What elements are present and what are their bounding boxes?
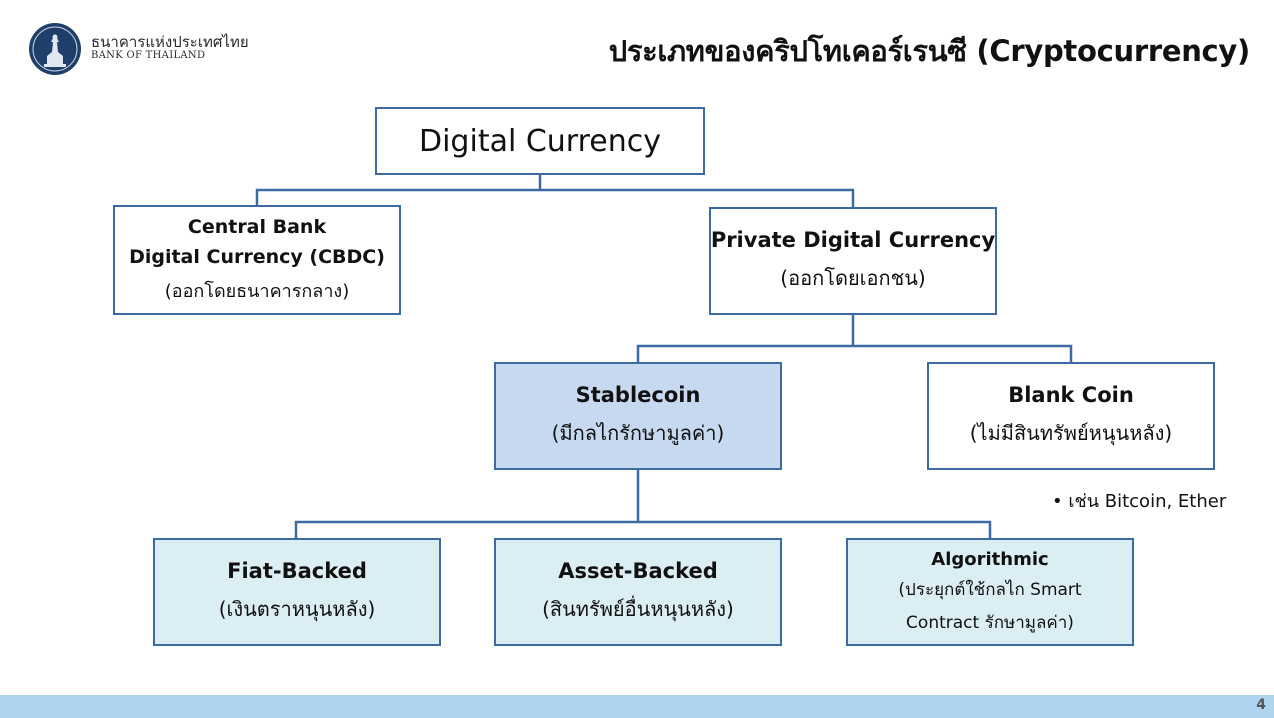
node-fiat-line2: (เงินตราหนุนหลัง): [218, 597, 376, 621]
blank-coin-note-text: เช่น Bitcoin, Ether: [1068, 491, 1227, 512]
blank-coin-example-note: • เช่น Bitcoin, Ether: [1052, 486, 1226, 515]
page-title: ประเภทของคริปโทเคอร์เรนซี (Cryptocurrenc…: [608, 34, 1251, 68]
node-algorithmic-line1: Algorithmic: [931, 548, 1049, 570]
node-private-line2: (ออกโดยเอกชน): [780, 266, 926, 290]
node-blank-coin-line1: Blank Coin: [1008, 383, 1134, 407]
node-cbdc: Central Bank Digital Currency (CBDC) (ออ…: [113, 205, 401, 315]
connector-stablecoin-children: [294, 470, 992, 538]
node-cbdc-line3: (ออกโดยธนาคารกลาง): [164, 280, 350, 302]
org-name-thai: ธนาคารแห่งประเทศไทย: [91, 33, 249, 51]
node-cbdc-line2: Digital Currency (CBDC): [129, 245, 385, 268]
node-stablecoin-line2: (มีกลไกรักษามูลค่า): [551, 421, 725, 445]
node-asset-line2: (สินทรัพย์อื่นหนุนหลัง): [542, 597, 734, 621]
node-private-digital-currency: Private Digital Currency (ออกโดยเอกชน): [709, 207, 997, 315]
footer-bar: 4: [0, 695, 1274, 718]
org-name-english: BANK OF THAILAND: [91, 50, 206, 61]
node-algorithmic-line2: (ประยุกต์ใช้กลไก Smart: [898, 579, 1082, 600]
node-digital-currency: Digital Currency: [375, 107, 705, 175]
connector-private-children: [636, 315, 1073, 363]
node-asset-line1: Asset-Backed: [558, 559, 718, 583]
node-blank-coin-line2: (ไม่มีสินทรัพย์หนุนหลัง): [969, 421, 1173, 445]
node-fiat-line1: Fiat-Backed: [227, 559, 367, 583]
connector-root-children: [255, 175, 855, 207]
node-private-line1: Private Digital Currency: [710, 228, 996, 252]
node-algorithmic-line3: Contract รักษามูลค่า): [906, 612, 1074, 633]
node-blank-coin: Blank Coin (ไม่มีสินทรัพย์หนุนหลัง): [927, 362, 1215, 470]
node-cbdc-line1: Central Bank: [187, 215, 327, 238]
bank-of-thailand-seal-icon: [29, 23, 81, 75]
node-stablecoin-line1: Stablecoin: [575, 383, 701, 407]
page-number: 4: [1256, 697, 1266, 713]
node-fiat-backed: Fiat-Backed (เงินตราหนุนหลัง): [153, 538, 441, 646]
bullet-icon: •: [1052, 491, 1063, 512]
node-stablecoin: Stablecoin (มีกลไกรักษามูลค่า): [494, 362, 782, 470]
node-digital-currency-label: Digital Currency: [419, 123, 661, 159]
node-algorithmic: Algorithmic (ประยุกต์ใช้กลไก Smart Contr…: [846, 538, 1134, 646]
node-asset-backed: Asset-Backed (สินทรัพย์อื่นหนุนหลัง): [494, 538, 782, 646]
